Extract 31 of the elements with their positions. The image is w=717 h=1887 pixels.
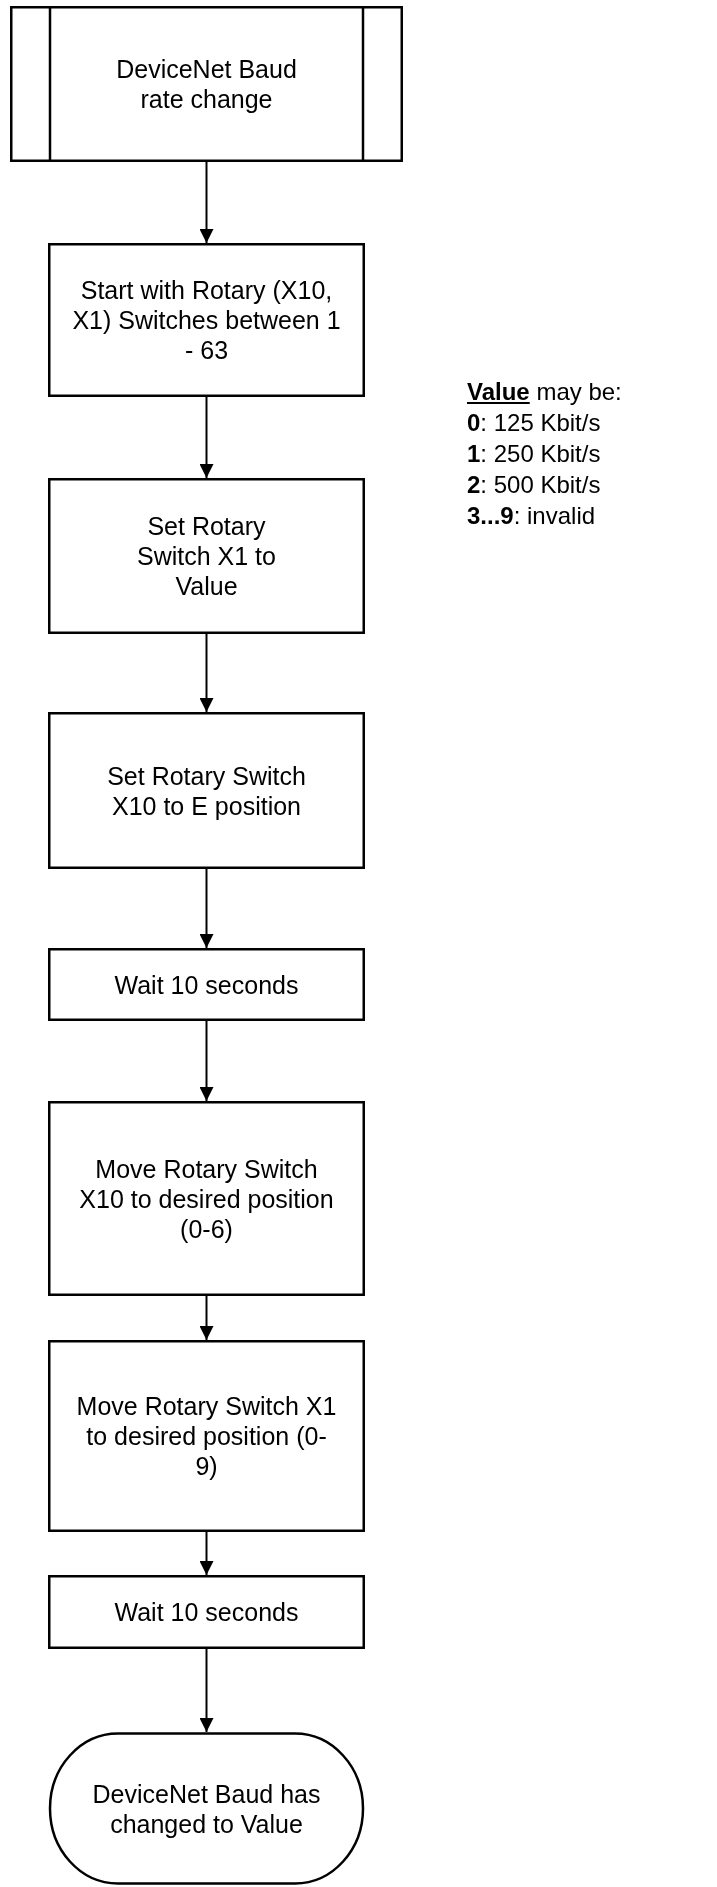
- step-text: Move Rotary Switch X1 to desired position (0-9): [75, 1391, 338, 1481]
- step-text: Wait 10 seconds: [113, 969, 300, 1000]
- value-option: 2: 500 Kbit/s: [467, 469, 601, 500]
- predefined-process-box: [10, 6, 403, 162]
- process-box: [48, 712, 365, 869]
- arrow: [199, 1531, 214, 1576]
- arrow: [199, 161, 214, 244]
- arrow: [199, 633, 214, 713]
- step-text: Set Rotary Switch X1 to Value: [136, 511, 277, 601]
- process-box: [48, 243, 365, 397]
- process-box: [48, 1575, 365, 1649]
- process-box: [48, 1340, 365, 1532]
- arrow: [199, 1648, 214, 1733]
- step-text: Wait 10 seconds: [113, 1597, 300, 1627]
- arrow: [199, 868, 214, 949]
- step-text: DeviceNet Baud has changed to Value: [91, 1778, 322, 1839]
- legend-heading: Value may be:: [467, 377, 622, 407]
- arrow: [199, 1020, 214, 1102]
- step-text: Move Rotary Switch X10 to desired position (0-6): [78, 1153, 335, 1244]
- value-option: 0: 125 Kbit/s: [467, 407, 601, 438]
- process-box: [48, 1101, 365, 1296]
- process-box: [48, 478, 365, 634]
- step-text: DeviceNet Baud rate change: [115, 54, 298, 114]
- value-option: 3...9: invalid: [467, 500, 596, 531]
- arrow: [199, 1295, 214, 1341]
- process-box: [48, 948, 365, 1021]
- terminal-shape: [48, 1732, 365, 1885]
- step-text: Set Rotary Switch X10 to E position: [106, 760, 307, 821]
- step-text: Start with Rotary (X10, X1) Switches between 1 - 63: [71, 275, 342, 365]
- arrow: [199, 396, 214, 479]
- value-option: 1: 250 Kbit/s: [467, 438, 601, 469]
